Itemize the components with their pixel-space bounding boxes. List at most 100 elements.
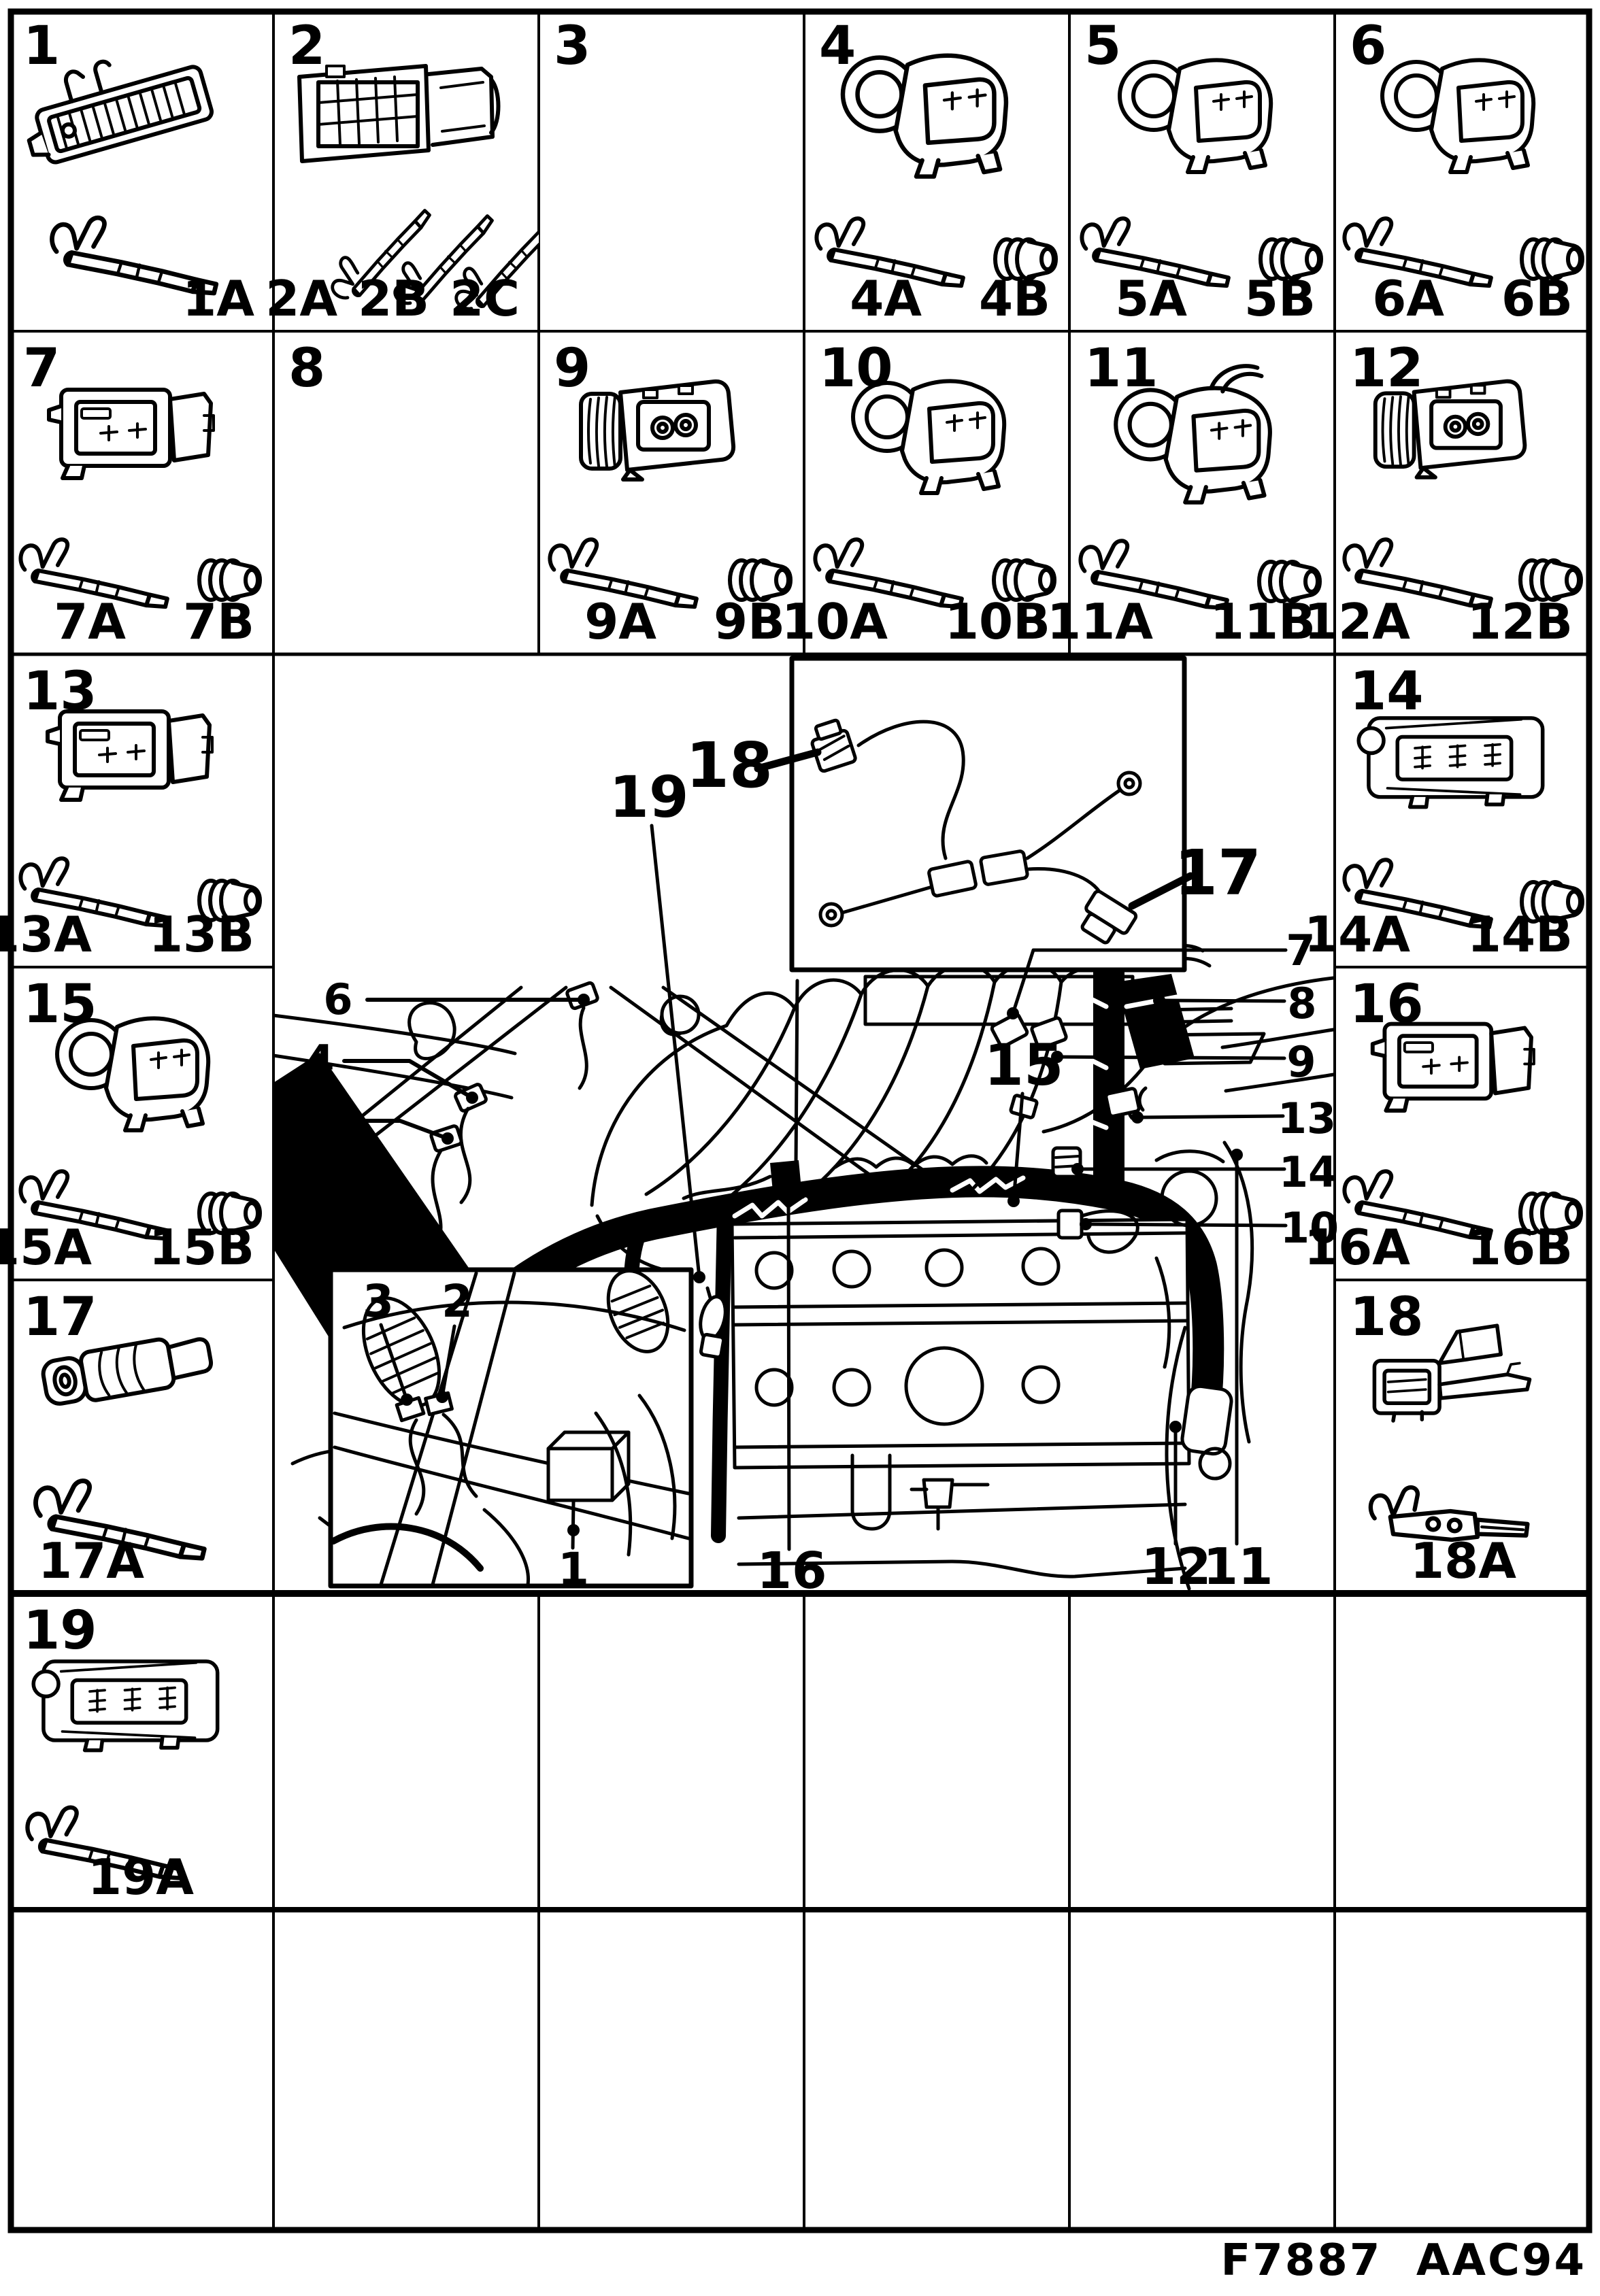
cell-number: 4 bbox=[819, 16, 856, 77]
cell-part-labels: 15A 15B bbox=[0, 1219, 273, 1276]
cell-part-labels: 13A 13B bbox=[0, 906, 273, 963]
part-label-4A: 4A bbox=[850, 270, 922, 327]
part-label-9B: 9B bbox=[714, 593, 785, 650]
part-label-2B: 2B bbox=[358, 270, 430, 327]
diagram-callout-10: 10 bbox=[1280, 1203, 1339, 1253]
cell-part-labels: 18A bbox=[1335, 1536, 1592, 1585]
cell-part-labels: 19A bbox=[8, 1853, 273, 1902]
diagram-callout-5: 5 bbox=[305, 1096, 335, 1145]
cell-number: 16 bbox=[1350, 974, 1424, 1035]
cell-number: 9 bbox=[554, 338, 591, 399]
part-label-13B: 13B bbox=[148, 906, 254, 963]
diagram-callout-7: 7 bbox=[1286, 926, 1316, 975]
part-label-6A: 6A bbox=[1372, 270, 1445, 327]
parts-cell-19: 19 19A bbox=[8, 1593, 273, 1910]
part-label-5B: 5B bbox=[1244, 270, 1316, 327]
cell-part-labels: 17A bbox=[8, 1536, 273, 1585]
diagram-callout-2: 2 bbox=[441, 1275, 473, 1328]
cell-number: 15 bbox=[23, 974, 97, 1035]
part-label-16B: 16B bbox=[1467, 1219, 1573, 1276]
cell-number: 5 bbox=[1084, 16, 1122, 77]
diagram-callout-8: 8 bbox=[1287, 979, 1317, 1028]
part-label-11A: 11A bbox=[1047, 593, 1153, 650]
parts-cell-3: 3 bbox=[539, 9, 804, 331]
part-label-6B: 6B bbox=[1501, 270, 1573, 327]
cell-number: 8 bbox=[288, 338, 326, 399]
cell-number: 7 bbox=[23, 338, 61, 399]
cell-number: 18 bbox=[1350, 1287, 1424, 1348]
parts-cell-13: 13 13A 13B bbox=[0, 654, 273, 967]
parts-cell-16: 16 16A 16B bbox=[1304, 967, 1592, 1280]
diagram-callout-3: 3 bbox=[363, 1275, 394, 1328]
diagram-callout-6: 6 bbox=[323, 975, 353, 1024]
diagram-callout-12: 12 bbox=[1141, 1538, 1212, 1596]
part-label-2A: 2A bbox=[265, 270, 338, 327]
part-label-17A: 17A bbox=[38, 1532, 144, 1589]
engine-harness-diagram bbox=[273, 656, 1335, 1591]
cell-number: 12 bbox=[1350, 338, 1424, 399]
part-label-13A: 13A bbox=[0, 906, 92, 963]
cell-number: 10 bbox=[819, 338, 893, 399]
cell-number: 17 bbox=[23, 1287, 97, 1348]
part-label-4B: 4B bbox=[979, 270, 1050, 327]
parts-cell-18: 18 18A bbox=[1335, 1280, 1592, 1593]
cell-part-labels: 1A bbox=[8, 274, 273, 323]
part-label-5A: 5A bbox=[1115, 270, 1188, 327]
diagram-callout-13: 13 bbox=[1277, 1094, 1337, 1143]
diagram-callout-4: 4 bbox=[305, 1036, 335, 1085]
diagram-callout-19: 19 bbox=[609, 764, 689, 830]
part-label-2C: 2C bbox=[450, 270, 520, 327]
part-label-16A: 16A bbox=[1304, 1219, 1410, 1276]
cell-part-labels: 2A 2B 2C bbox=[265, 270, 539, 327]
part-label-7A: 7A bbox=[54, 593, 127, 650]
cell-number: 1 bbox=[23, 16, 61, 77]
part-label-15B: 15B bbox=[148, 1219, 254, 1276]
part-label-9A: 9A bbox=[584, 593, 657, 650]
part-label-19A: 19A bbox=[88, 1848, 194, 1906]
part-label-18A: 18A bbox=[1410, 1532, 1516, 1589]
cell-number: 19 bbox=[23, 1600, 97, 1661]
parts-cell-8: 8 bbox=[273, 331, 539, 654]
diagram-callout-17: 17 bbox=[1173, 837, 1262, 909]
diagram-callout-9: 9 bbox=[1286, 1037, 1316, 1087]
diagram-callout-16: 16 bbox=[756, 1542, 827, 1600]
parts-cell-1: 1 1A bbox=[8, 9, 273, 331]
parts-cell-17: 17 17A bbox=[8, 1280, 273, 1593]
figure-part-number: F7887 AAC94 bbox=[1220, 2235, 1586, 2286]
cell-part-labels: 16A 16B bbox=[1304, 1219, 1592, 1276]
cell-number: 13 bbox=[23, 661, 97, 722]
part-label-10B: 10B bbox=[944, 593, 1050, 650]
cell-number: 3 bbox=[554, 16, 591, 77]
diagram-callout-1: 1 bbox=[558, 1543, 589, 1596]
diagram-callout-18: 18 bbox=[685, 729, 773, 802]
parts-cell-2: 2 2A 2B 2C bbox=[265, 9, 539, 331]
part-label-12A: 12A bbox=[1304, 593, 1410, 650]
diagram-callout-14: 14 bbox=[1278, 1147, 1338, 1197]
part-label-15A: 15A bbox=[0, 1219, 92, 1276]
diagram-callout-15: 15 bbox=[984, 1032, 1064, 1098]
cell-number: 11 bbox=[1084, 338, 1159, 399]
cell-number: 2 bbox=[288, 16, 326, 77]
part-label-7B: 7B bbox=[183, 593, 254, 650]
diagram-callout-11: 11 bbox=[1203, 1538, 1273, 1596]
parts-cell-15: 15 15A 15B bbox=[0, 967, 273, 1280]
